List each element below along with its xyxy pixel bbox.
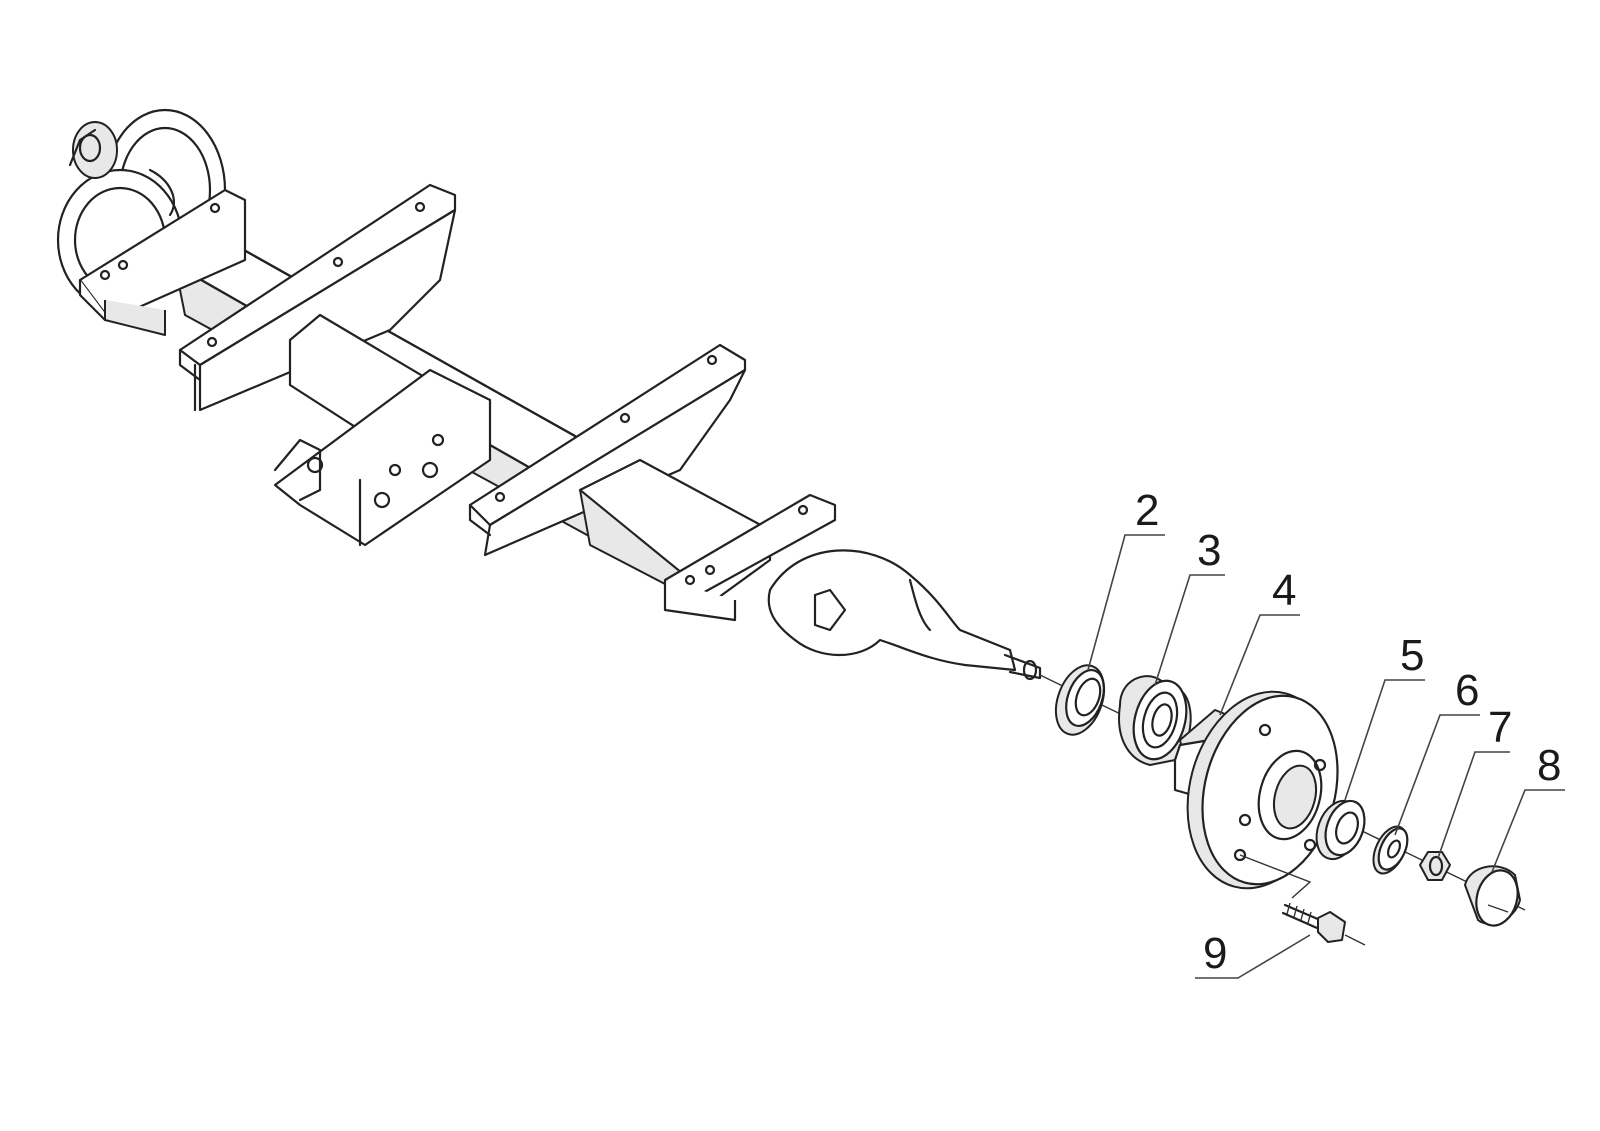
- callout-7: 7: [1488, 703, 1512, 752]
- part-9-wheel-bolt: [1239, 854, 1366, 946]
- part-2-seal: [1054, 664, 1106, 736]
- part-6-washer: [1372, 825, 1409, 875]
- callout-4: 4: [1272, 566, 1296, 615]
- callout-6: 6: [1455, 666, 1479, 715]
- right-mounting-bracket: [663, 493, 837, 622]
- front-cross-plate: [178, 183, 457, 412]
- center-saddle-bracket: [273, 313, 492, 547]
- callout-8: 8: [1537, 741, 1561, 790]
- callout-5: 5: [1400, 631, 1424, 680]
- part-8-dust-cap: [1464, 865, 1521, 927]
- callout-leaders: [1087, 534, 1565, 979]
- part-3-bearing: [1118, 675, 1192, 766]
- callout-2: 2: [1135, 486, 1159, 535]
- swing-arm-spindle: [767, 549, 1042, 681]
- part-5-outer-bearing: [1315, 799, 1366, 861]
- callout-labels: 2 3 4 5 6 7 8 9: [1135, 486, 1561, 978]
- part-7-castle-nut: [1419, 851, 1451, 881]
- rear-cross-plate: [468, 343, 747, 557]
- callout-9: 9: [1203, 929, 1227, 978]
- part-4-wheel-hub: [1173, 690, 1339, 890]
- callout-3: 3: [1197, 526, 1221, 575]
- left-mounting-bracket: [78, 188, 247, 336]
